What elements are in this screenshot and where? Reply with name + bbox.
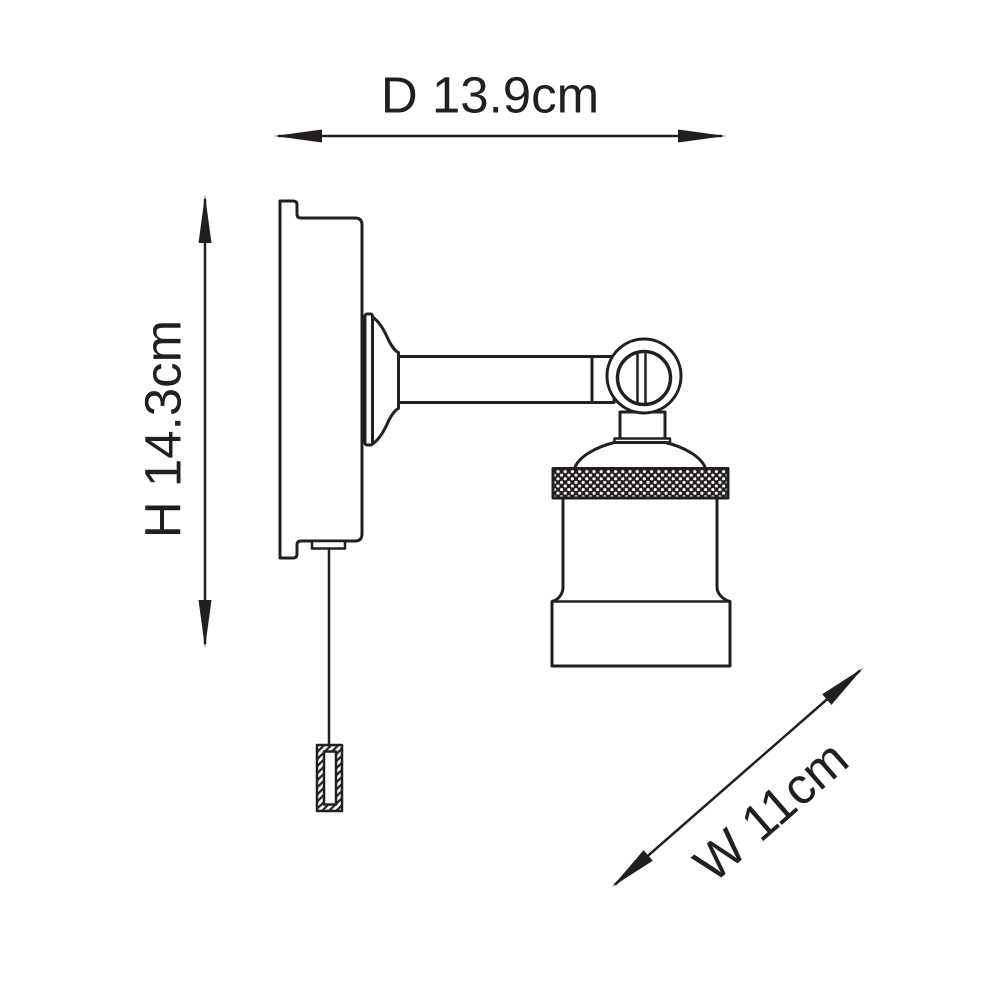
knuckle-neck	[618, 410, 667, 441]
depth-dimension-arrow-icon	[274, 129, 726, 143]
screw-head-icon	[615, 349, 673, 407]
wall-arm	[397, 355, 594, 404]
cord-anchor-tab	[310, 539, 347, 550]
depth-dimension-label: D 13.9cm	[380, 66, 600, 124]
wall-backplate	[278, 199, 364, 560]
height-dimension-arrow-icon	[198, 195, 212, 648]
holder-dome	[573, 441, 707, 470]
arm-bell	[371, 315, 400, 446]
height-dimension-label: H 14.3cm	[134, 319, 192, 539]
lamp-holder-body	[550, 496, 732, 668]
wall-light-fixture	[278, 199, 732, 813]
dimension-arrows	[198, 129, 863, 887]
knurled-ring	[551, 467, 730, 500]
pull-cord-handle-core	[322, 750, 338, 806]
width-dimension-arrow-icon	[612, 668, 863, 887]
